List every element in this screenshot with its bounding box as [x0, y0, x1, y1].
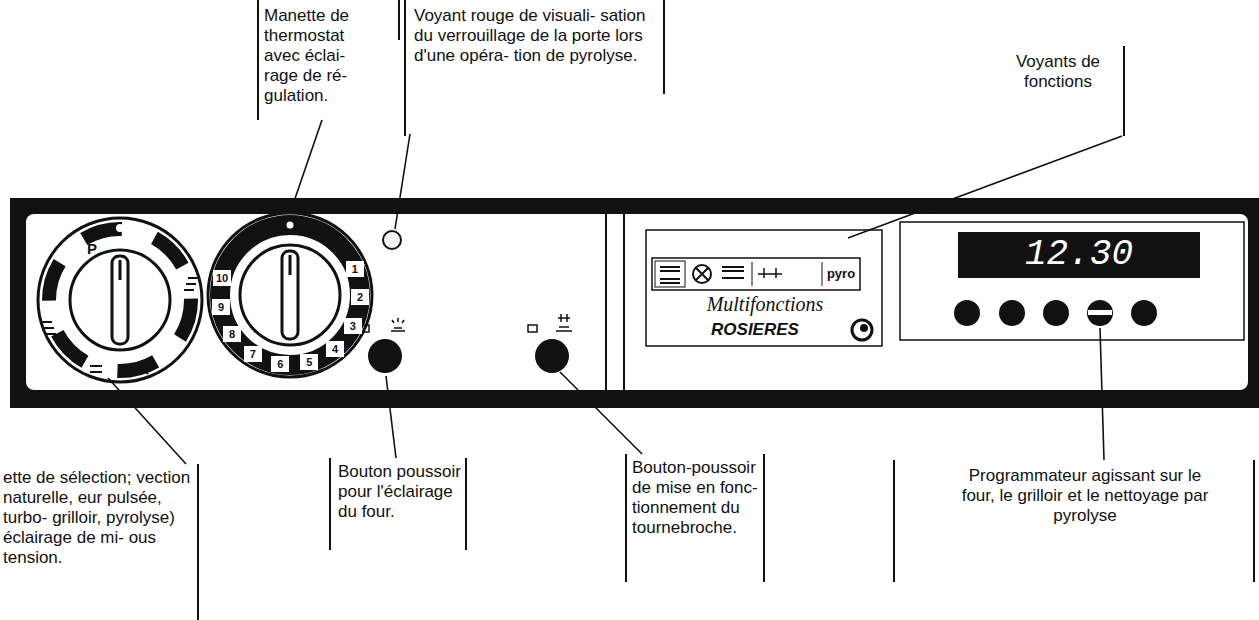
callout-text: Bouton-poussoir de mise en fonc- tionnem… — [632, 458, 762, 538]
callout-text: Programmateur agissant sur le four, le g… — [960, 466, 1210, 526]
callout-bracket — [198, 0, 1254, 620]
panel-face — [26, 214, 1248, 390]
brand-script: Multifonctions — [690, 292, 840, 316]
light-button — [360, 318, 405, 373]
scale-number: 7 — [244, 346, 262, 362]
function-panel — [646, 230, 882, 346]
scale-number: 6 — [271, 356, 289, 372]
dial-mark: P — [84, 240, 100, 258]
brand-name: ROSIERES — [660, 320, 850, 340]
scale-number: 5 — [300, 354, 318, 370]
programmer — [900, 222, 1244, 340]
panel-frame — [10, 198, 1259, 408]
thermostat-dial — [208, 213, 372, 377]
clock-display: 12.30 — [962, 234, 1196, 276]
scale-number: 10 — [213, 270, 231, 286]
leader-line — [108, 120, 1122, 464]
callout-text: ette de sélection; vection naturelle, eu… — [3, 468, 193, 568]
callout-text: Bouton poussoir pour l'éclairage du four… — [338, 462, 462, 522]
scale-number: 3 — [344, 318, 362, 334]
scale-number: 9 — [212, 299, 230, 315]
scale-number: 1 — [346, 261, 364, 277]
callout-text: Voyant rouge de visuali- sation du verro… — [414, 6, 662, 66]
rotisserie-button — [528, 314, 572, 373]
panel-divider — [605, 214, 607, 390]
scale-number: 2 — [351, 289, 369, 305]
panel-divider — [623, 214, 625, 390]
scale-number: 4 — [326, 341, 344, 357]
lock-indicator — [383, 231, 401, 249]
callout-text: Manette de thermostat avec éclai- rage d… — [264, 6, 374, 106]
scale-number: 8 — [223, 326, 241, 342]
selector-dial — [38, 218, 202, 382]
function-label: pyro — [824, 263, 858, 285]
callout-text: Voyants de fonctions — [996, 52, 1120, 92]
